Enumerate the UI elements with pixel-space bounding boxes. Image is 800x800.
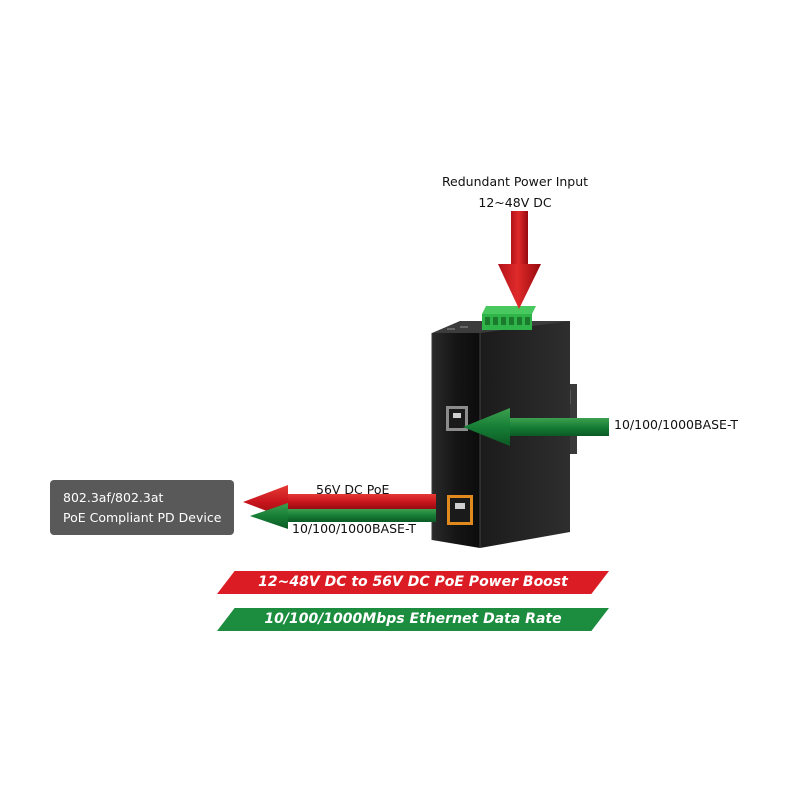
power-input-voltage: 12~48V DC	[478, 195, 552, 210]
power-boost-banner: 12~48V DC to 56V DC PoE Power Boost	[217, 571, 609, 594]
power-input-arrow	[498, 211, 541, 309]
pd-device-description: PoE Compliant PD Device	[63, 510, 222, 525]
poe-data-label: 10/100/1000BASE-T	[292, 521, 416, 536]
rj45-poe-port	[447, 495, 473, 525]
uplink-port-label: 10/100/1000BASE-T	[614, 417, 738, 432]
power-input-label: Redundant Power Input 12~48V DC	[420, 171, 610, 213]
poe-data-arrow	[250, 503, 436, 529]
terminal-block-connector	[482, 306, 536, 330]
uplink-arrow	[463, 408, 609, 446]
pd-device-box: 802.3af/802.3at PoE Compliant PD Device	[50, 480, 234, 535]
pd-device-standard: 802.3af/802.3at	[63, 490, 164, 505]
poe-power-label: 56V DC PoE	[316, 482, 390, 497]
power-input-title: Redundant Power Input	[441, 174, 589, 189]
data-rate-banner: 10/100/1000Mbps Ethernet Data Rate	[217, 608, 609, 631]
rj45-uplink-port	[446, 406, 468, 431]
